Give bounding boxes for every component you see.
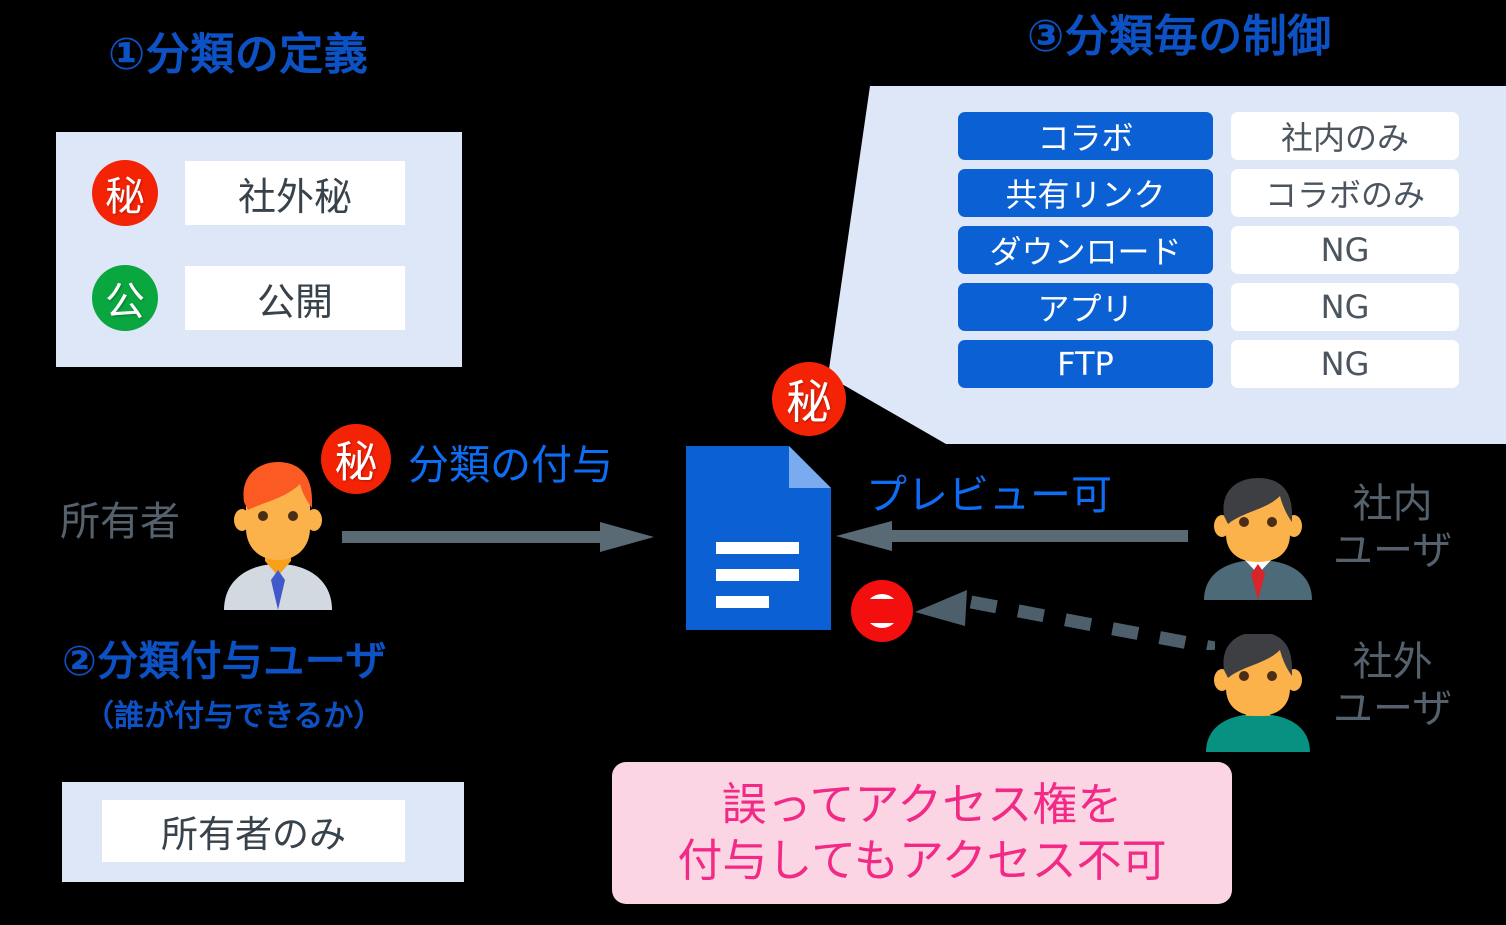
- external-user-avatar: [1200, 632, 1316, 752]
- control-feature-chip: コラボ: [958, 112, 1213, 160]
- external-user-label-line1: 社外: [1352, 639, 1433, 685]
- assign-flow-label: 分類の付与: [408, 441, 613, 489]
- external-user-label: 社外 ユーザ: [1333, 639, 1452, 733]
- control-feature-chip: FTP: [958, 340, 1213, 388]
- section-subtitle-assigner: （誰が付与できるか）: [84, 700, 384, 733]
- definition-label: 公開: [185, 266, 405, 330]
- definition-row: 秘 社外秘: [92, 160, 405, 226]
- table-row: コラボ 社内のみ: [958, 112, 1478, 160]
- secret-stamp-icon: 秘: [321, 424, 391, 494]
- preview-flow-label: プレビュー可: [866, 471, 1112, 519]
- blocked-arrow-icon: [915, 590, 1217, 655]
- warning-callout: 誤ってアクセス権を 付与してもアクセス不可: [612, 762, 1232, 904]
- warning-line-2: 付与してもアクセス不可: [677, 834, 1167, 887]
- warning-line-1: 誤ってアクセス権を: [721, 778, 1123, 832]
- external-user-label-line2: ユーザ: [1333, 686, 1453, 733]
- table-row: ダウンロード NG: [958, 226, 1478, 274]
- internal-user-label: 社内 ユーザ: [1333, 481, 1452, 575]
- section-title-control: ③分類毎の制御: [1027, 12, 1332, 61]
- definition-row: 公 公開: [92, 265, 405, 331]
- internal-user-label-line2: ユーザ: [1333, 528, 1453, 575]
- section-title-definition: ①分類の定義: [108, 30, 369, 79]
- assign-arrow-icon: [342, 520, 654, 554]
- owner-label: 所有者: [60, 499, 180, 545]
- control-feature-chip: アプリ: [958, 283, 1213, 331]
- document-icon: [686, 446, 831, 630]
- control-feature-chip: 共有リンク: [958, 169, 1213, 217]
- section-title-assigner: ②分類付与ユーザ: [62, 638, 387, 684]
- assigner-panel: 所有者のみ: [62, 782, 464, 882]
- table-row: 共有リンク コラボのみ: [958, 169, 1478, 217]
- classification-definition-panel: 秘 社外秘 公 公開: [56, 132, 462, 367]
- internal-user-label-line1: 社内: [1352, 481, 1433, 527]
- control-rows-list: コラボ 社内のみ 共有リンク コラボのみ ダウンロード NG アプリ NG FT…: [958, 112, 1478, 397]
- table-row: アプリ NG: [958, 283, 1478, 331]
- control-value-chip: NG: [1231, 283, 1459, 331]
- assigner-value: 所有者のみ: [102, 800, 405, 862]
- control-value-chip: コラボのみ: [1231, 169, 1459, 217]
- per-classification-control-panel: コラボ 社内のみ 共有リンク コラボのみ ダウンロード NG アプリ NG FT…: [800, 86, 1506, 444]
- control-value-chip: 社内のみ: [1231, 112, 1459, 160]
- no-access-icon: [851, 580, 913, 642]
- table-row: FTP NG: [958, 340, 1478, 388]
- internal-user-avatar: [1200, 478, 1316, 600]
- control-value-chip: NG: [1231, 340, 1459, 388]
- control-value-chip: NG: [1231, 226, 1459, 274]
- definition-label: 社外秘: [185, 161, 405, 225]
- public-badge-icon: 公: [92, 265, 158, 331]
- secret-badge-icon: 秘: [92, 160, 158, 226]
- secret-stamp-icon: 秘: [772, 362, 846, 436]
- preview-arrow-icon: [836, 518, 1188, 554]
- control-feature-chip: ダウンロード: [958, 226, 1213, 274]
- owner-avatar: [216, 458, 340, 610]
